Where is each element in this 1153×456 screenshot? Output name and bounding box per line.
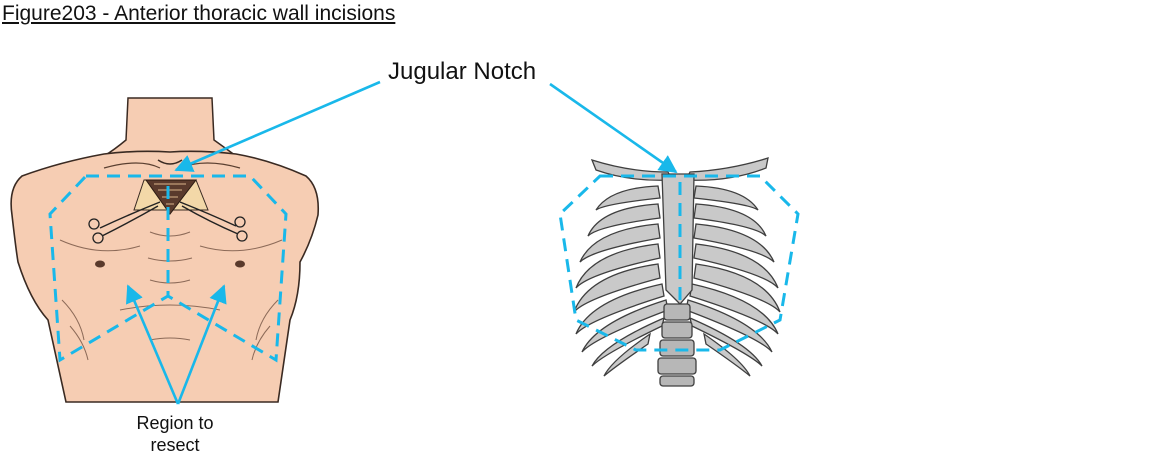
jugular-notch-arrows (174, 80, 678, 174)
right-nipple (235, 260, 245, 268)
rib-cage-illustration (573, 157, 781, 387)
ribcage-resection-outline (558, 174, 800, 352)
left-nipple (95, 260, 105, 268)
region-to-resect-label: Region to resect (136, 413, 214, 455)
sternum (661, 173, 695, 305)
region-to-resect-arrows (126, 284, 227, 405)
arrow-to-right-edge (176, 284, 227, 405)
spine (657, 303, 697, 387)
left-ribs (573, 185, 669, 377)
left-retractor (99, 201, 161, 229)
neck (101, 97, 239, 157)
arrow-to-torso-notch (174, 80, 381, 172)
arrow-to-left-edge (126, 284, 180, 405)
figure-title: Figure203 - Anterior thoracic wall incis… (2, 2, 396, 25)
arrow-to-ribcage-notch (549, 82, 678, 174)
right-retractor (179, 201, 237, 227)
torso-resection-outline (48, 174, 288, 363)
jugular-notch-label: Jugular Notch (388, 58, 537, 85)
right-ribs (685, 185, 781, 377)
